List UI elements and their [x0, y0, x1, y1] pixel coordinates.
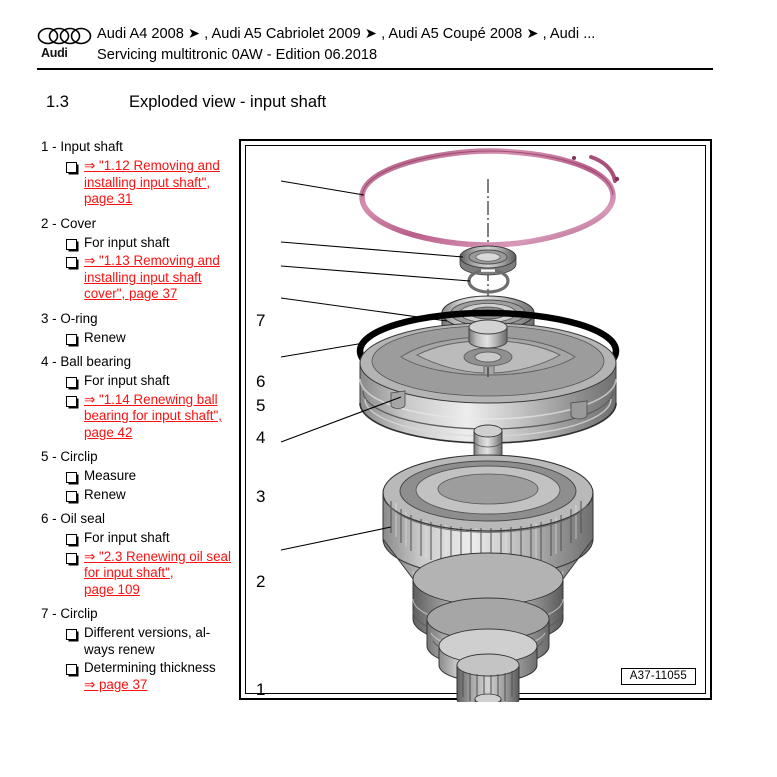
page-title: 1.3 Exploded view - input shaft [46, 93, 646, 119]
part-bullet-row: Renew [41, 487, 237, 504]
bullet-text: Renew [84, 486, 126, 502]
checkbox-icon[interactable] [66, 534, 77, 545]
cross-reference-link[interactable]: page 31 [84, 191, 133, 206]
part-5-circlip-small [467, 268, 510, 294]
checkbox-icon[interactable] [66, 629, 77, 640]
cross-reference-link[interactable]: ⇒ "1.13 Removing and [84, 253, 220, 268]
checkbox-icon[interactable] [66, 238, 77, 250]
header-document-line: Servicing multitronic 0AW - Edition 06.2… [97, 47, 378, 63]
part-title: 3 - O-ring [41, 310, 98, 326]
callout-3: 3 [256, 487, 266, 506]
four-rings-icon [37, 27, 92, 45]
checkbox-icon[interactable] [66, 490, 77, 502]
bullet-text: For input shaft [84, 373, 170, 388]
part-title: 5 - Circlip [41, 449, 98, 464]
part-bullet-row: For input shaft [41, 235, 237, 252]
part-7-circlip [359, 148, 620, 248]
part-title: 6 - Oil seal [41, 511, 105, 526]
part-bullet-row: Measure [41, 468, 237, 485]
figure-id-label: A37-11055 [620, 668, 696, 685]
exploded-view-figure: 7 6 5 4 3 2 1 A37-11055 [239, 139, 712, 702]
callout-1: 1 [256, 680, 266, 699]
part-6-oil-seal [459, 245, 517, 276]
callout-7: 7 [256, 311, 266, 330]
part-title: 1 - Input shaft [41, 139, 123, 154]
callout-leader-lines [280, 180, 471, 551]
bullet-text: Different versions, al- [84, 625, 211, 640]
cross-reference-link[interactable]: installing input shaft", [84, 174, 211, 190]
checkbox-icon[interactable] [66, 162, 77, 173]
checkbox-icon[interactable] [66, 377, 77, 388]
cross-reference-link[interactable]: ⇒ page 37 [84, 676, 148, 692]
audi-wordmark: Audi [41, 46, 68, 60]
header-text-block: Audi A4 2008 ➤ , Audi A5 Cabriolet 2009 … [97, 24, 595, 66]
cross-reference-link[interactable]: ⇒ "1.14 Renewing ball [84, 391, 218, 407]
cross-reference-link[interactable]: ⇒ "1.12 Removing and [84, 158, 220, 173]
checkbox-icon[interactable] [66, 333, 77, 345]
bullet-text: Determining thickness [84, 660, 216, 675]
cross-reference-link[interactable]: cover", page 37 [84, 286, 178, 301]
cross-reference-link[interactable]: page 109 [84, 581, 140, 597]
part-title: 2 - Cover [41, 215, 97, 231]
checkbox-icon[interactable] [66, 664, 77, 675]
part-bullet-row: Different versions, al-ways renew [41, 625, 237, 658]
callout-4: 4 [256, 428, 266, 447]
part-bullet-row: For input shaft [41, 530, 237, 547]
bullet-text: Renew [84, 329, 126, 345]
section-heading: Exploded view - input shaft [129, 93, 327, 111]
section-number: 1.3 [46, 93, 69, 111]
bullet-text: Measure [84, 468, 137, 483]
bullet-text: ways renew [84, 641, 155, 657]
cross-reference-link[interactable]: ⇒ "2.3 Renewing oil seal [84, 548, 231, 564]
bullet-text: For input shaft [84, 234, 170, 250]
part-title: 7 - Circlip [41, 606, 98, 621]
callout-5: 5 [256, 396, 266, 415]
header-divider [37, 68, 713, 70]
cross-reference-link[interactable]: for input shaft", [84, 565, 174, 580]
part-2-cover [359, 319, 617, 444]
part-title: 4 - Ball bearing [41, 354, 132, 369]
part-bullet-row: Determining thickness⇒ page 37 [41, 660, 237, 693]
page-header: Audi Audi A4 2008 ➤ , Audi A5 Cabriolet … [37, 24, 713, 70]
bullet-text: For input shaft [84, 530, 170, 545]
cross-reference-link[interactable]: page 42 [84, 424, 133, 440]
checkbox-icon[interactable] [66, 472, 77, 483]
cross-reference-link[interactable]: bearing for input shaft", [84, 408, 222, 423]
callout-2: 2 [256, 572, 266, 591]
checkbox-icon[interactable] [66, 552, 77, 564]
header-models-line: Audi A4 2008 ➤ , Audi A5 Cabriolet 2009 … [97, 26, 596, 42]
audi-four-rings-logo: Audi [37, 26, 95, 66]
cross-reference-link[interactable]: installing input shaft [84, 269, 202, 285]
part-bullet-row: Renew [41, 330, 237, 347]
checkbox-icon[interactable] [66, 395, 77, 407]
callout-6: 6 [256, 372, 266, 391]
checkbox-icon[interactable] [66, 257, 77, 268]
part-1-input-shaft [382, 424, 594, 702]
exploded-view-drawing [280, 148, 620, 702]
part-bullet-row: For input shaft [41, 373, 237, 390]
